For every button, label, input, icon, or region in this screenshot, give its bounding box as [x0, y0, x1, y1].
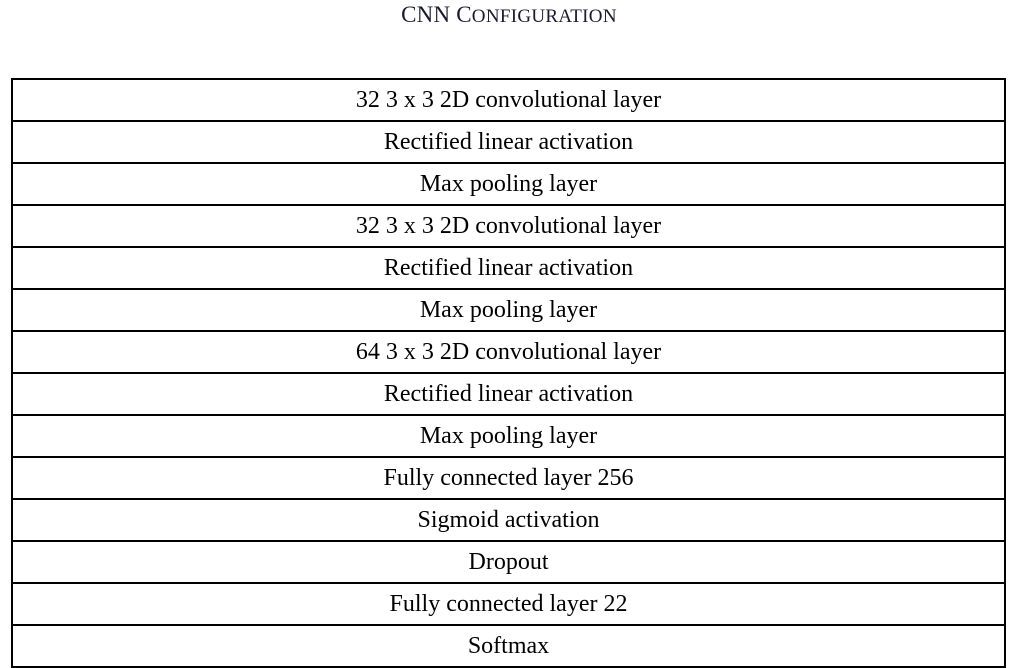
layer-cell: Max pooling layer — [11, 414, 1006, 458]
table-caption: CNN CONFIGURATION — [0, 0, 1018, 34]
layer-cell: Softmax — [11, 624, 1006, 668]
layer-cell: Max pooling layer — [11, 288, 1006, 332]
layer-cell: 32 3 x 3 2D convolutional layer — [11, 78, 1006, 122]
layer-cell: Rectified linear activation — [11, 120, 1006, 164]
layer-cell: Rectified linear activation — [11, 246, 1006, 290]
layer-cell: Fully connected layer 256 — [11, 456, 1006, 500]
caption-smallcaps-text: ONFIGURATION — [471, 6, 617, 27]
table-row: Max pooling layer — [11, 162, 1006, 206]
table-row: Rectified linear activation — [11, 372, 1006, 416]
layer-cell: 64 3 x 3 2D convolutional layer — [11, 330, 1006, 374]
table-row: Softmax — [11, 624, 1006, 668]
table-row: Fully connected layer 256 — [11, 456, 1006, 500]
table-row: Dropout — [11, 540, 1006, 584]
table-row: 32 3 x 3 2D convolutional layer — [11, 78, 1006, 122]
table-row: Rectified linear activation — [11, 120, 1006, 164]
table-row: Fully connected layer 22 — [11, 582, 1006, 626]
layer-cell: Sigmoid activation — [11, 498, 1006, 542]
layer-cell: 32 3 x 3 2D convolutional layer — [11, 204, 1006, 248]
table-row: Max pooling layer — [11, 414, 1006, 458]
table-body: 32 3 x 3 2D convolutional layer Rectifie… — [11, 78, 1006, 668]
caption-lead-text: CNN C — [401, 2, 472, 27]
layer-cell: Rectified linear activation — [11, 372, 1006, 416]
table-row: Max pooling layer — [11, 288, 1006, 332]
table-row: 32 3 x 3 2D convolutional layer — [11, 204, 1006, 248]
layer-cell: Fully connected layer 22 — [11, 582, 1006, 626]
layer-cell: Max pooling layer — [11, 162, 1006, 206]
table-row: Sigmoid activation — [11, 498, 1006, 542]
layer-cell: Dropout — [11, 540, 1006, 584]
table-row: 64 3 x 3 2D convolutional layer — [11, 330, 1006, 374]
table-row: Rectified linear activation — [11, 246, 1006, 290]
cnn-configuration-table: 32 3 x 3 2D convolutional layer Rectifie… — [11, 78, 1006, 668]
